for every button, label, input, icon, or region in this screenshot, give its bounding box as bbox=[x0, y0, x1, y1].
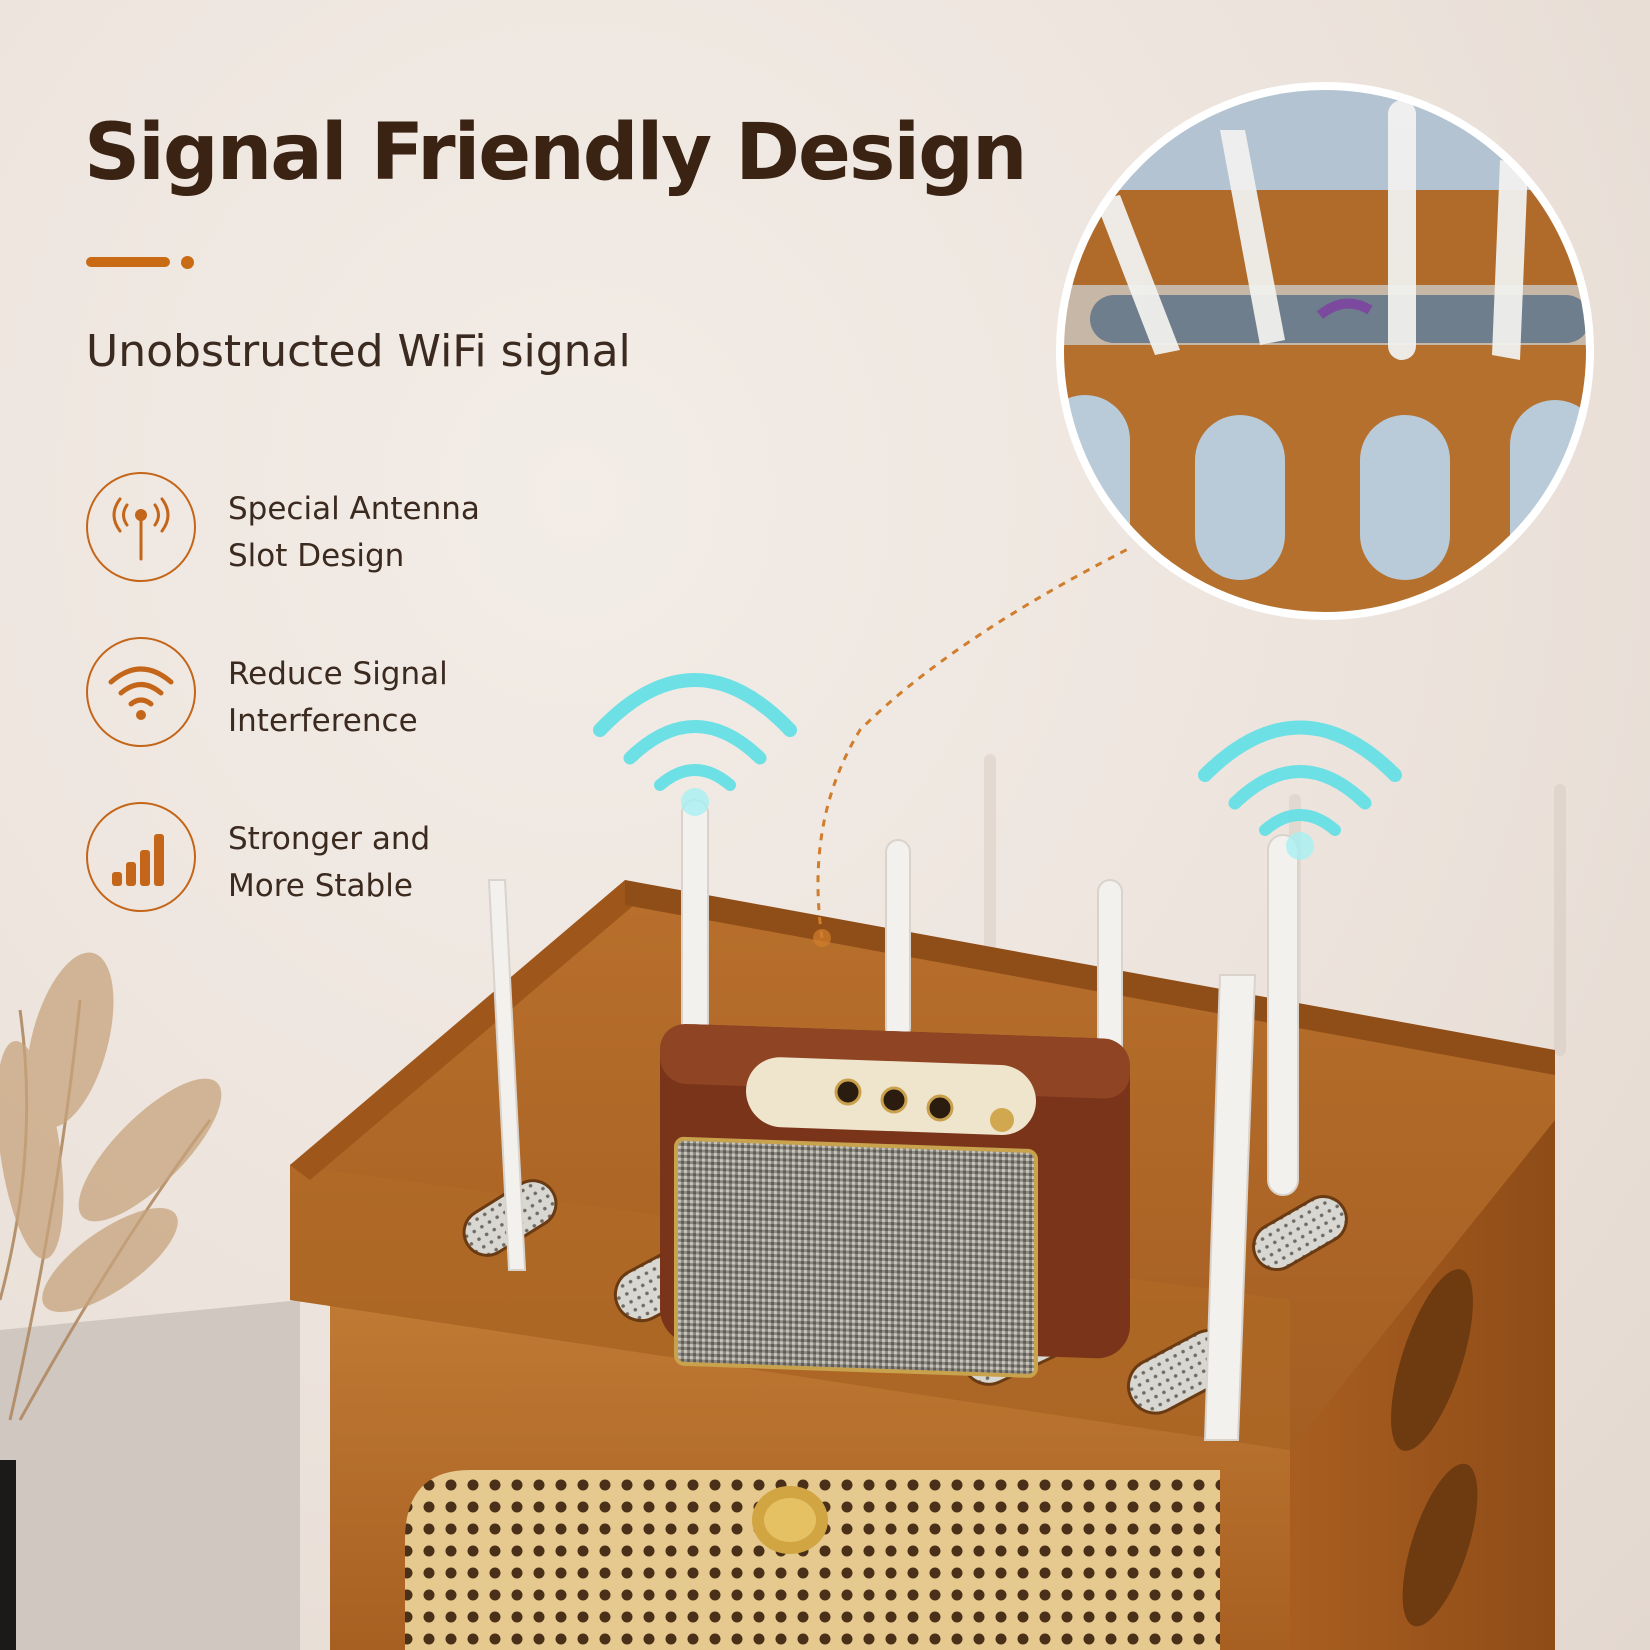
feature-line: Stronger and bbox=[228, 821, 431, 857]
feature-antenna-slot: Special Antenna Slot Design bbox=[86, 472, 546, 588]
feature-signal-interference: Reduce Signal Interference bbox=[86, 637, 546, 753]
accent-dot bbox=[181, 256, 194, 269]
accent-line bbox=[86, 257, 170, 267]
signal-bars-icon bbox=[86, 802, 196, 912]
antenna-icon bbox=[86, 472, 196, 582]
feature-line: More Stable bbox=[228, 868, 413, 904]
subheadline: Unobstructed WiFi signal bbox=[86, 326, 631, 377]
feature-line: Reduce Signal bbox=[228, 656, 448, 692]
feature-line: Special Antenna bbox=[228, 491, 480, 527]
feature-line: Interference bbox=[228, 703, 418, 739]
wifi-icon bbox=[86, 637, 196, 747]
feature-line: Slot Design bbox=[228, 538, 405, 574]
feature-stable-signal: Stronger and More Stable bbox=[86, 802, 546, 918]
headline: Signal Friendly Design bbox=[84, 108, 1027, 198]
